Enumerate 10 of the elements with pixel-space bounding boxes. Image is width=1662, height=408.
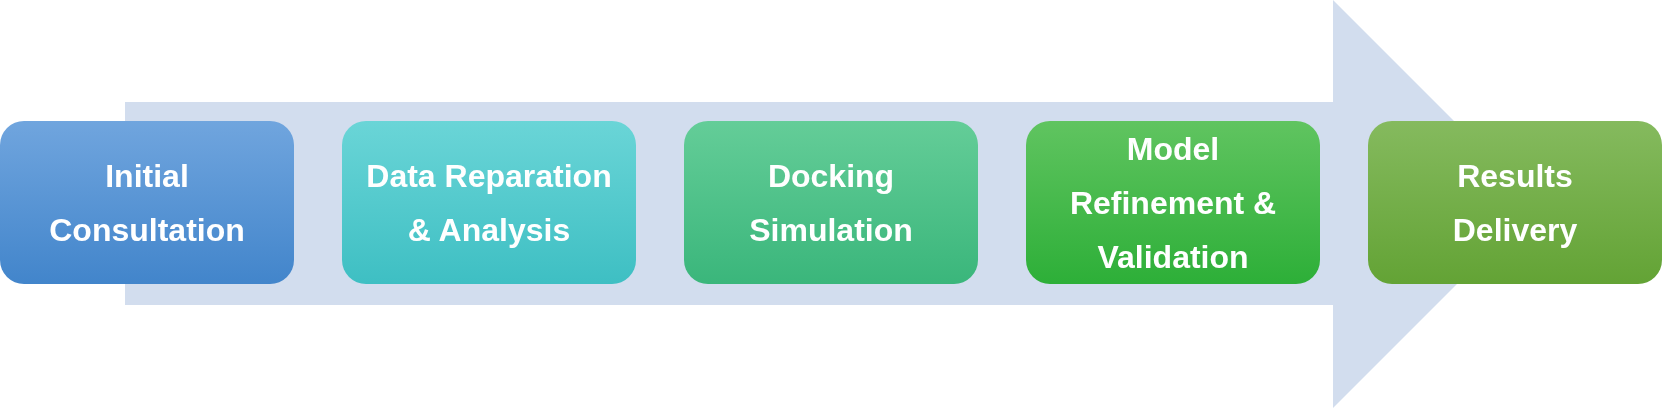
process-box	[0, 121, 294, 284]
step-label: Initial Consultation	[48, 156, 246, 250]
step-label: Docking Simulation	[748, 156, 914, 250]
process-box	[1026, 121, 1320, 284]
process-box	[342, 121, 636, 284]
step-label: Results Delivery	[1451, 156, 1579, 250]
step-label: Data Reparation & Analysis	[365, 156, 613, 250]
step-label: Model Refinement & Validation	[1068, 129, 1278, 277]
process-box	[1368, 121, 1662, 284]
process-box	[684, 121, 978, 284]
